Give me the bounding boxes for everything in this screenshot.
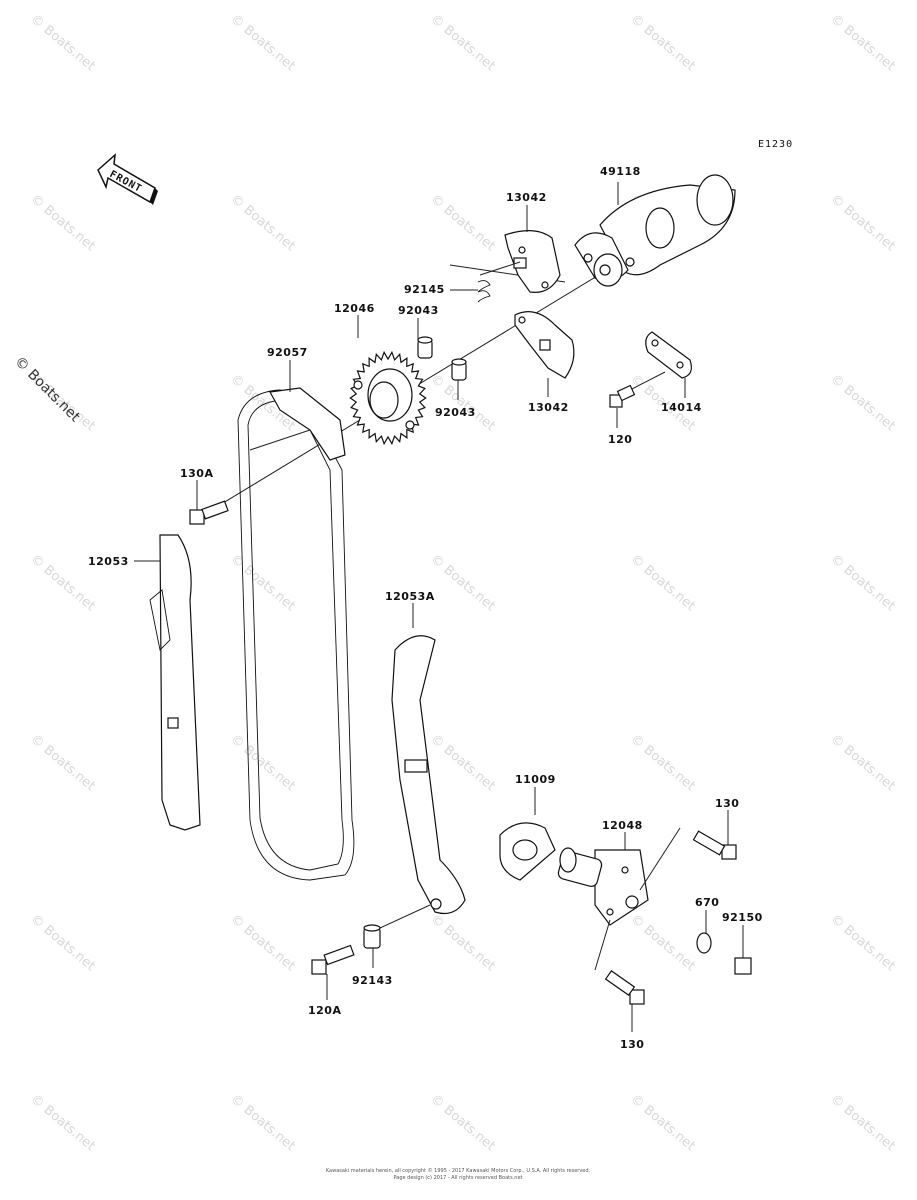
front-arrow-icon: FRONT [97,153,158,205]
label-92143: 92143 [352,974,393,987]
bolt-120a [311,944,355,975]
side-watermark: © Boats.net [11,354,83,426]
bolt-130a [189,500,229,525]
watermark-text: © Boats.net [627,732,697,794]
cam-plate-lower [514,311,575,379]
label-120: 120 [608,433,632,446]
pin-upper [417,336,433,359]
watermark-text: © Boats.net [227,912,297,974]
camshaft [574,174,736,287]
label-92043-bottom: 92043 [435,406,476,419]
holder-plate [629,331,692,391]
watermark-text: © Boats.net [627,912,697,974]
watermark-grid: © Boats.net © Boats.net © Boats.net © Boats… [27,12,897,1154]
watermark-text: © Boats.net [827,732,897,794]
label-92145: 92145 [404,283,445,296]
chain-guide [149,534,201,831]
watermark-text: © Boats.net [27,912,97,974]
label-14014: 14014 [661,401,702,414]
cam-chain [237,387,355,881]
chain-tensioner [557,847,649,926]
watermark-text: © Boats.net [427,912,497,974]
watermark-text: © Boats.net [227,192,297,254]
label-92043-top: 92043 [398,304,439,317]
collar [363,924,381,949]
label-670: 670 [695,896,719,909]
watermark-text: © Boats.net [827,552,897,614]
pin-lower [451,358,467,381]
watermark-text: © Boats.net [827,12,897,74]
watermark-text: © Boats.net [427,192,497,254]
copyright-line-2: Page design (c) 2017 - All rights reserv… [393,1175,522,1181]
label-130a: 130A [180,467,213,480]
cam-plate-upper [504,230,561,293]
watermark-text: © Boats.net [427,372,497,434]
watermark-text: © Boats.net [627,12,697,74]
camshaft-sprocket [349,350,427,446]
label-92150: 92150 [722,911,763,924]
label-12046: 12046 [334,302,375,315]
watermark-text: © Boats.net [227,732,297,794]
label-13042-top: 13042 [506,191,547,204]
label-12048: 12048 [602,819,643,832]
bolt-130-top [692,830,737,860]
watermark-text: © Boats.net [827,372,897,434]
chain-tensioner-guide [379,635,466,929]
spring [477,261,521,303]
copyright-line-1: Kawasaki materials herein, all copyright… [326,1167,591,1174]
watermark-text: © Boats.net [227,1092,297,1154]
label-130-top: 130 [715,797,739,810]
label-11009: 11009 [515,773,556,786]
gasket [499,822,556,881]
watermark-text: © Boats.net [27,192,97,254]
label-12053: 12053 [88,555,129,568]
watermark-text: © Boats.net [427,732,497,794]
watermark-text: © Boats.net [427,552,497,614]
label-120a: 120A [308,1004,341,1017]
o-ring [696,932,712,954]
watermark-text: © Boats.net [227,552,297,614]
watermark-text: © Boats.net [427,12,497,74]
plug-bolt [734,957,752,975]
diagram-code: E1230 [758,139,793,150]
watermark-text: © Boats.net [827,192,897,254]
label-92057: 92057 [267,346,308,359]
label-49118: 49118 [600,165,641,178]
label-130-bottom: 130 [620,1038,644,1051]
bolt-130-bottom [604,970,645,1005]
label-12053a: 12053A [385,590,435,603]
leader-lines [134,182,744,1032]
watermark-text: © Boats.net [27,12,97,74]
watermark-text: © Boats.net [627,552,697,614]
watermark-text: © Boats.net [427,1092,497,1154]
watermark-text: © Boats.net [27,1092,97,1154]
watermark-text: © Boats.net [27,732,97,794]
watermark-text: © Boats.net [627,1092,697,1154]
label-13042-bottom: 13042 [528,401,569,414]
watermark-text: © Boats.net [827,1092,897,1154]
watermark-text: © Boats.net [227,12,297,74]
bolt-120 [609,384,636,408]
watermark-text: © Boats.net [827,912,897,974]
